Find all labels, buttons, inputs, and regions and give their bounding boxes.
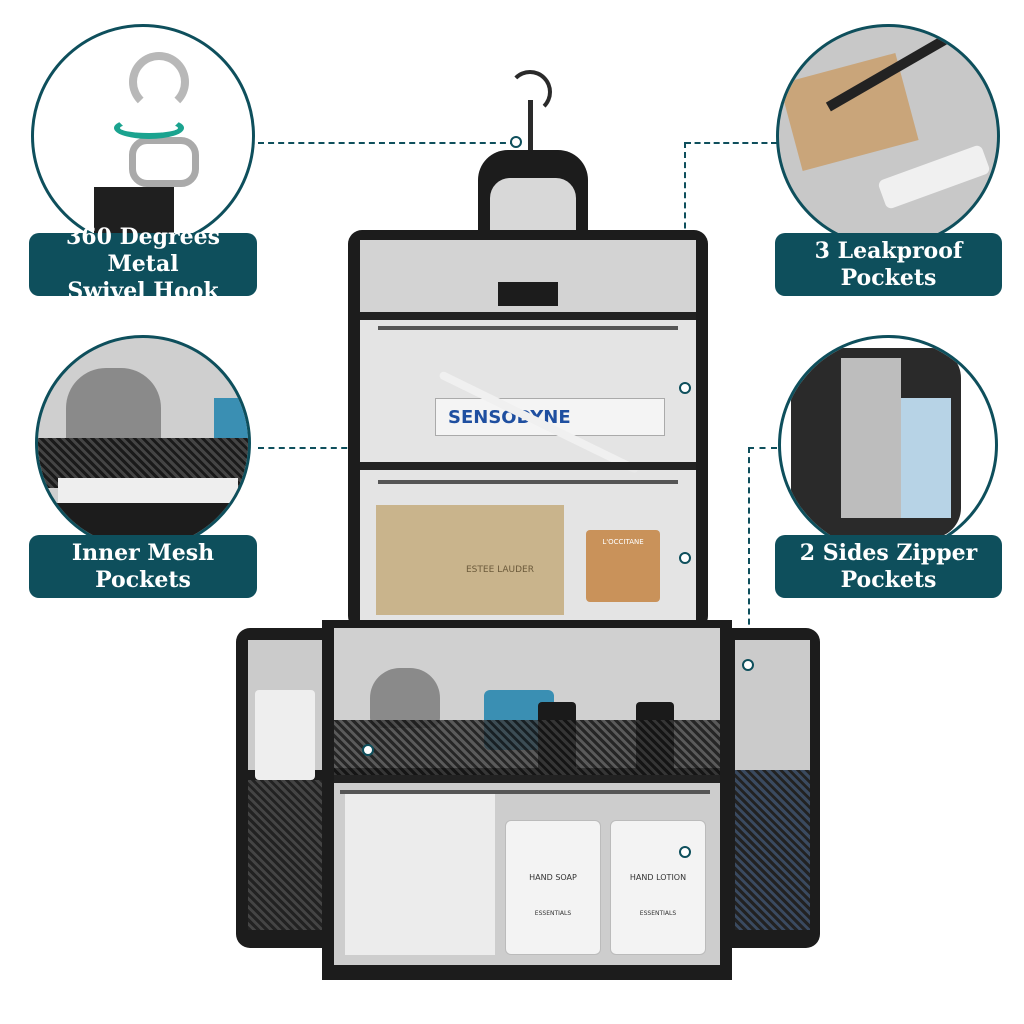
rotate-arrow-icon bbox=[114, 117, 184, 139]
feature-label-line1: 2 Sides Zipper bbox=[799, 539, 978, 566]
mesh-detail-image bbox=[35, 335, 251, 551]
marker-dot-leakproof-2 bbox=[679, 552, 691, 564]
hook-detail-image bbox=[31, 24, 255, 248]
towel bbox=[345, 790, 495, 955]
leakproof-detail-image bbox=[776, 24, 1000, 248]
leader-line-side-v bbox=[748, 447, 750, 665]
electric-shaver bbox=[370, 668, 440, 728]
feature-label-line2: Pockets bbox=[840, 264, 937, 291]
hand-soap-bottle: HAND SOAP ESSENTIALS bbox=[505, 820, 601, 955]
feature-label-side-zipper: 2 Sides Zipper Pockets bbox=[775, 535, 1002, 598]
feature-label-line1: 360 Degrees Metal bbox=[65, 224, 220, 277]
marker-dot-side bbox=[742, 659, 754, 671]
marker-dot-leakproof-1 bbox=[679, 382, 691, 394]
hanger-hook-icon bbox=[508, 70, 552, 114]
feature-label-inner-mesh: Inner Mesh Pockets bbox=[29, 535, 257, 598]
soap-bar: L'OCCITANE bbox=[586, 530, 660, 602]
feature-label-line2: Swivel Hook bbox=[67, 278, 219, 304]
feature-label-line2: Pockets bbox=[95, 566, 191, 593]
cosmetic-sachet: ESTEE LAUDER bbox=[376, 505, 564, 615]
feature-label-line1: Inner Mesh bbox=[71, 539, 215, 566]
feature-label-leakproof-pockets: 3 Leakproof Pockets bbox=[775, 233, 1002, 296]
hand-lotion-label: HAND LOTION bbox=[629, 873, 687, 882]
marker-dot-hook bbox=[510, 136, 522, 148]
marker-dot-leakproof-3 bbox=[679, 846, 691, 858]
feature-label-line1: 3 Leakproof bbox=[814, 237, 963, 264]
leakproof-pocket-1 bbox=[360, 312, 696, 462]
leader-line-leakproof-h bbox=[685, 142, 777, 144]
inner-mesh-pocket bbox=[334, 720, 720, 780]
feature-label-line2: Pockets bbox=[840, 566, 937, 593]
feature-label-swivel-hook: 360 Degrees Metal Swivel Hook bbox=[29, 224, 257, 304]
hand-lotion-bottle: HAND LOTION ESSENTIALS bbox=[610, 820, 706, 955]
hand-soap-sub: ESSENTIALS bbox=[534, 910, 572, 917]
leader-line-mesh-h bbox=[258, 447, 368, 449]
leader-line-side-h bbox=[748, 447, 777, 449]
side-pocket-detail-image bbox=[778, 335, 998, 555]
hand-lotion-sub: ESSENTIALS bbox=[639, 910, 677, 917]
marker-dot-mesh bbox=[362, 744, 374, 756]
leader-line-hook bbox=[258, 142, 516, 144]
hand-soap-label: HAND SOAP bbox=[529, 873, 577, 882]
